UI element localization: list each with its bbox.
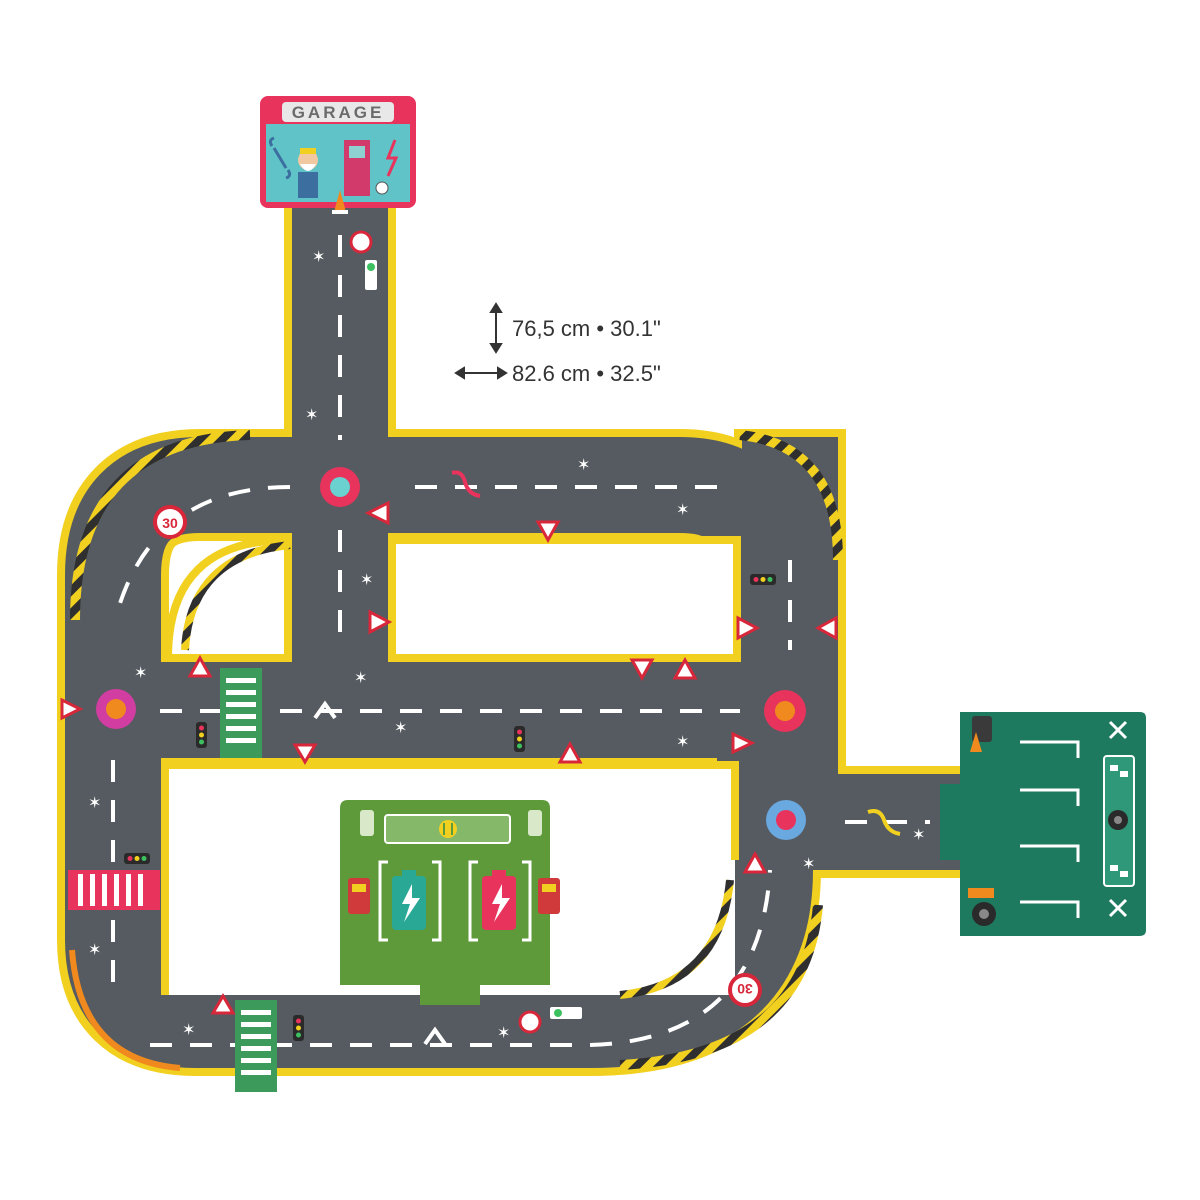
speed-limit-sign-icon: 30 [153,505,187,539]
battery-icon [482,870,516,930]
width-dimension-label: 82.6 cm • 32.5" [512,361,661,386]
garage-building: GARAGE [260,96,416,214]
inner-block-top [388,536,741,662]
svg-text:✶: ✶ [134,663,147,682]
horizontal-arrow-icon [454,366,508,380]
garage-label: GARAGE [292,103,385,122]
svg-text:✶: ✶ [577,455,590,474]
svg-text:✶: ✶ [305,405,318,424]
traffic-light-icon [124,853,150,864]
svg-text:✶: ✶ [312,247,325,266]
crosswalk-top [220,668,262,758]
charging-station [340,800,560,1005]
lightning-icon [385,139,399,177]
svg-text:✶: ✶ [360,570,373,589]
svg-text:✶: ✶ [182,1020,195,1039]
mechanic-figure [298,148,318,198]
svg-text:✶: ✶ [394,718,407,737]
road-arrow-icon [451,470,481,498]
warning-triangle-icon [60,500,838,1015]
crosswalk-bottom [235,1000,277,1092]
vertical-arrow-icon [489,302,503,354]
road-arrow-icon [423,1026,447,1046]
svg-text:✶: ✶ [912,825,925,844]
roundabout-icon [766,800,806,840]
speed-limit-bottom-label: 30 [737,981,753,997]
charging-station-icon [439,820,457,838]
height-dimension-label: 76,5 cm • 30.1" [512,316,661,341]
tire-icon [1108,810,1128,830]
traffic-light-icon [196,722,207,748]
sparkle-icon: ✶ ✶ ✶ ✶ ✶ ✶ ✶ ✶ ✶ ✶ ✶ ✶ ✶ ✶ ✶ [88,247,925,1042]
traffic-cone-icon [970,732,982,752]
parking-lot [940,712,1146,936]
wrench-icon [268,136,292,180]
checkered-flag-icon [1110,765,1128,877]
speed-limit-sign-icon: 30 [728,973,762,1007]
charger-post-icon [348,878,560,914]
road-arrow-icon [867,809,901,836]
speed-limit-top-label: 30 [162,515,178,531]
crosswalk-left [68,870,160,910]
svg-text:✶: ✶ [88,940,101,959]
roundabout-icon [764,690,806,732]
cat-figure [375,181,389,195]
wrench-icon [1108,720,1128,918]
no-entry-sign-icon [349,230,377,290]
traffic-light-icon [293,1015,304,1041]
roundabout-icon [320,467,360,507]
traffic-light-icon [750,574,776,585]
roundabout-icon [96,689,136,729]
svg-text:✶: ✶ [354,668,367,687]
traffic-cone-icon [334,190,346,212]
svg-text:✶: ✶ [802,854,815,873]
traffic-light-icon [514,726,525,752]
svg-text:✶: ✶ [497,1023,510,1042]
svg-text:✶: ✶ [676,732,689,751]
tire-icon [972,902,996,926]
battery-icon [392,870,426,930]
svg-text:✶: ✶ [88,793,101,812]
no-entry-sign-icon [518,1007,582,1034]
road-arrow-icon [313,700,337,720]
dimension-annotations: 76,5 cm • 30.1" 82.6 cm • 32.5" [454,302,661,386]
svg-text:✶: ✶ [676,500,689,519]
